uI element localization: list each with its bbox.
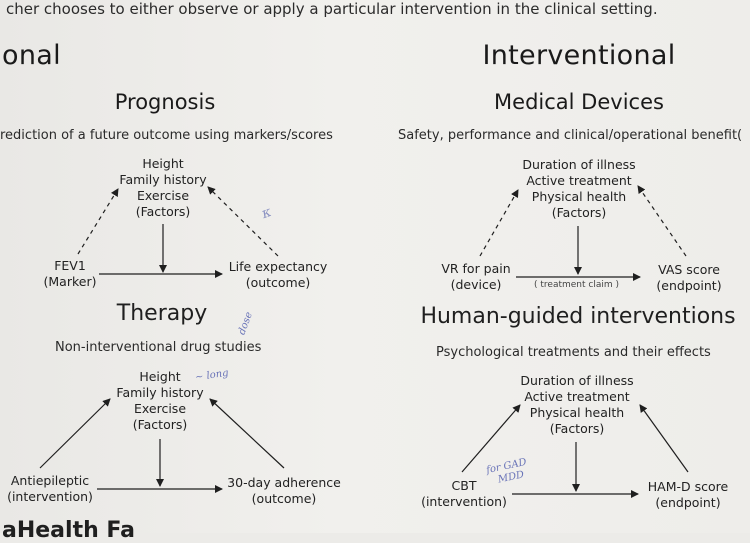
therapy-intervention-node: Antiepileptic (intervention) <box>7 473 93 504</box>
human-guided-factors: Duration of illness Active treatment Phy… <box>520 373 634 436</box>
therapy-outcome-node: 30-day adherence (outcome) <box>227 475 341 506</box>
human-guided-right-arrow <box>639 404 689 473</box>
intro-sentence: cher chooses to either observe or apply … <box>6 0 658 18</box>
prognosis-marker-node: FEV1 (Marker) <box>43 258 97 289</box>
prognosis-title: Prognosis <box>114 90 216 114</box>
human-guided-intervention-node: CBT (intervention) <box>421 478 507 509</box>
devices-device-node: VR for pain (device) <box>441 261 511 292</box>
prognosis-description: rediction of a future outcome using mark… <box>0 128 333 143</box>
therapy-factors: Height Family history Exercise (Factors) <box>116 369 204 432</box>
devices-description: Safety, performance and clinical/operati… <box>398 128 743 143</box>
human-guided-title: Human-guided interventions <box>420 304 736 329</box>
prognosis-left-dashed <box>77 188 119 255</box>
human-guided-left-arrow <box>461 404 521 473</box>
human-guided-endpoint-node: HAM-D score (endpoint) <box>647 479 729 510</box>
treatment-claim-label: ( treatment claim ) <box>534 280 619 290</box>
devices-right-dashed <box>637 185 687 257</box>
therapy-left-arrow <box>39 398 111 469</box>
therapy-title: Therapy <box>116 301 208 326</box>
devices-factors: Duration of illness Active treatment Phy… <box>522 157 636 220</box>
devices-left-dashed <box>479 189 519 257</box>
therapy-right-arrow <box>209 398 285 469</box>
prognosis-right-dashed <box>207 186 279 257</box>
observational-heading: onal <box>2 40 61 71</box>
human-guided-description: Psychological treatments and their effec… <box>436 345 711 360</box>
therapy-description: Non-interventional drug studies <box>55 340 262 355</box>
interventional-heading: Interventional <box>482 40 676 71</box>
devices-title: Medical Devices <box>494 90 664 114</box>
prognosis-outcome-node: Life expectancy (outcome) <box>228 259 328 290</box>
prognosis-factors: Height Family history Exercise (Factors) <box>119 156 207 219</box>
devices-endpoint-node: VAS score (endpoint) <box>656 262 722 293</box>
